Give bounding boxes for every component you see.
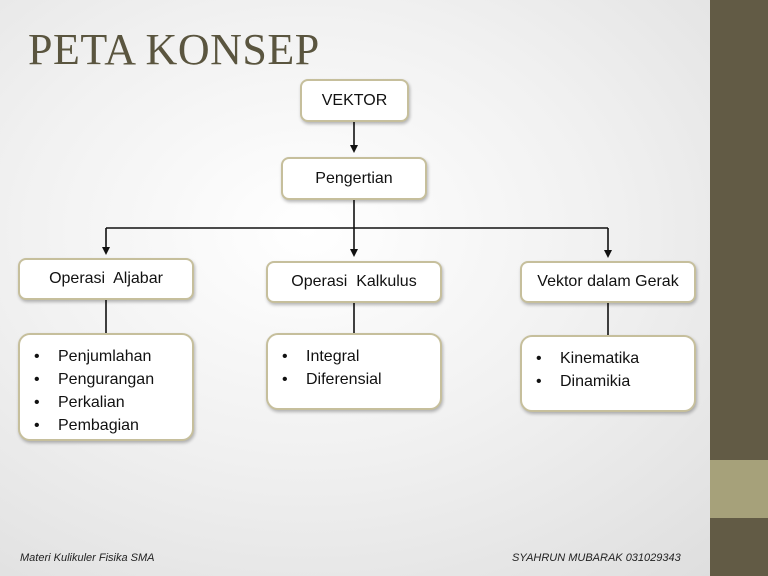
right-decor-accent	[710, 460, 768, 518]
root-node-vektor: VEKTOR	[300, 79, 409, 122]
list-item: Diferensial	[280, 368, 430, 391]
list-item: Kinematika	[534, 347, 684, 370]
list-item: Penjumlahan	[32, 345, 182, 368]
operasi-aljabar-label: Operasi Aljabar	[49, 270, 163, 287]
pengertian-label: Pengertian	[315, 169, 393, 187]
node-pengertian: Pengertian	[281, 157, 427, 200]
node-vektor-dalam-gerak: Vektor dalam Gerak	[520, 261, 696, 303]
list-item: Pembagian	[32, 414, 182, 437]
node-operasi-aljabar: Operasi Aljabar	[18, 258, 194, 300]
list-item: Integral	[280, 345, 430, 368]
page-title: PETA KONSEP	[28, 25, 320, 74]
list-item: Perkalian	[32, 391, 182, 414]
kalkulus-item-list: Integral Diferensial	[266, 333, 442, 410]
gerak-item-list: Kinematika Dinamikia	[520, 335, 696, 412]
footer-left-text: Materi Kulikuler Fisika SMA	[20, 552, 155, 564]
list-item: Dinamikia	[534, 370, 684, 393]
root-node-label: VEKTOR	[321, 91, 388, 109]
aljabar-item-list: Penjumlahan Pengurangan Perkalian Pembag…	[18, 333, 194, 441]
node-operasi-kalkulus: Operasi Kalkulus	[266, 261, 442, 303]
footer-right-text: SYAHRUN MUBARAK 031029343	[512, 552, 681, 564]
operasi-kalkulus-label: Operasi Kalkulus	[291, 273, 417, 290]
vektor-dalam-gerak-label: Vektor dalam Gerak	[537, 273, 679, 290]
right-decor-bar	[710, 0, 768, 576]
list-item: Pengurangan	[32, 368, 182, 391]
